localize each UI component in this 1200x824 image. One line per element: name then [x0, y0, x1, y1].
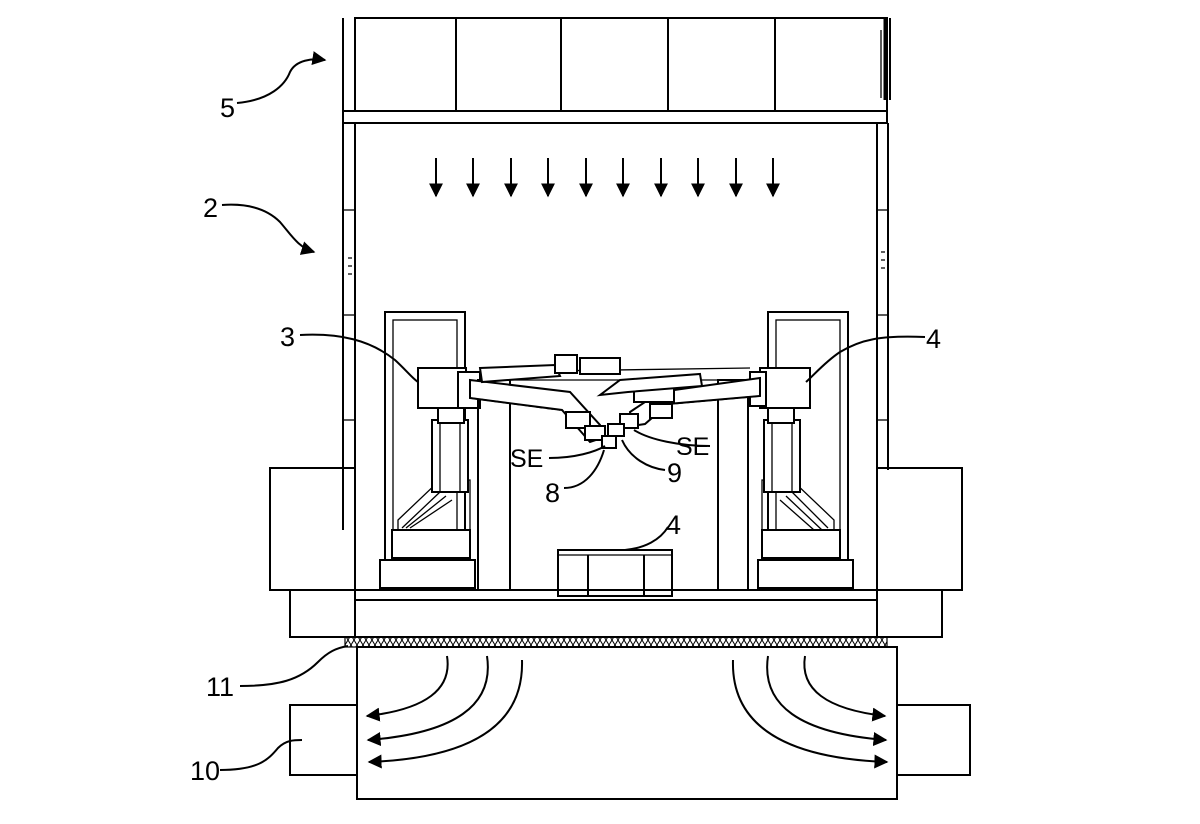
leader-lines: [219, 51, 926, 771]
exhaust-arrow-left-2: [366, 655, 489, 747]
robot-left: [379, 311, 481, 591]
exhaust-plenum: [289, 646, 971, 800]
label-3: 3: [280, 322, 295, 352]
label-4-right: 4: [926, 324, 941, 354]
label-5: 5: [220, 93, 235, 123]
label-10: 10: [190, 756, 220, 786]
label-11: 11: [206, 672, 234, 702]
label-se-left: SE: [510, 445, 543, 473]
robot-right: [749, 311, 854, 591]
floor-grate: [344, 636, 888, 648]
side-housings: [269, 467, 963, 591]
exhaust-arrow-left-1: [365, 655, 449, 722]
cabin-walls: [342, 18, 889, 530]
exhaust-arrows: [365, 655, 889, 769]
downflow-arrows: [429, 158, 780, 198]
ceiling-filter-unit: [342, 17, 891, 124]
label-se-right: SE: [676, 433, 709, 461]
label-2: 2: [203, 193, 218, 223]
exhaust-arrow-right-3: [731, 659, 889, 769]
cabin-floor: [289, 589, 943, 638]
floor-unit-center: [557, 549, 673, 597]
label-4-center: 4: [666, 510, 681, 540]
exhaust-arrow-right-1: [803, 655, 887, 722]
label-8: 8: [545, 478, 560, 508]
exhaust-arrow-left-3: [367, 659, 524, 769]
exhaust-arrow-right-2: [766, 655, 888, 747]
labels: 5 2 3 4 SE SE 8 9 4 11 10: [190, 93, 941, 786]
robot-arms: [469, 354, 761, 449]
label-9: 9: [667, 458, 682, 488]
